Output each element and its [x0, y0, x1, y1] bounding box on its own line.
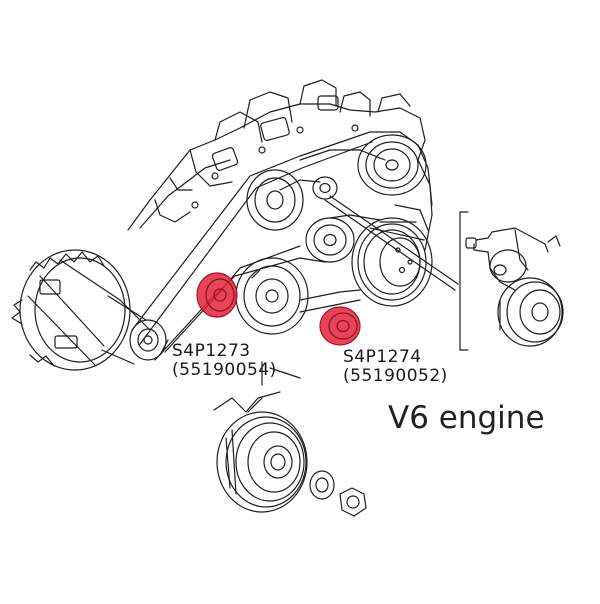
- part-oem: (55190052): [343, 366, 448, 386]
- engine-heading: V6 engine: [388, 400, 545, 436]
- leader-line: [213, 391, 281, 413]
- alternator-icon: [11, 249, 167, 371]
- tensioner-icon: [465, 227, 564, 347]
- part-oem: (55190054): [172, 360, 277, 380]
- pulley-icon: [351, 217, 433, 307]
- nut-icon: [339, 487, 367, 517]
- washer-icon: [309, 470, 335, 500]
- part-ref: S4P1274: [343, 347, 422, 367]
- part-ref: S4P1273: [172, 341, 251, 361]
- engine-block: [127, 79, 433, 251]
- pulley-icon: [246, 169, 304, 231]
- leader-line: [269, 367, 301, 379]
- pulley-icon: [216, 411, 308, 513]
- pulley-icon: [305, 217, 355, 263]
- leader-line: [247, 397, 263, 413]
- part-callout-2: S4P1274 (55190052): [343, 348, 448, 386]
- pulley-icon: [312, 176, 338, 200]
- idler-pulley-highlight-2: [319, 306, 361, 346]
- pulley-icon: [235, 257, 309, 335]
- pulley-icon: [357, 134, 427, 196]
- serpentine-belt-icon: [131, 131, 433, 361]
- bracket-line: [459, 211, 469, 351]
- idler-pulley-highlight-1: [196, 272, 238, 318]
- part-callout-1: S4P1273 (55190054): [172, 342, 277, 380]
- leader-line: [329, 195, 459, 285]
- leader-line: [324, 199, 456, 291]
